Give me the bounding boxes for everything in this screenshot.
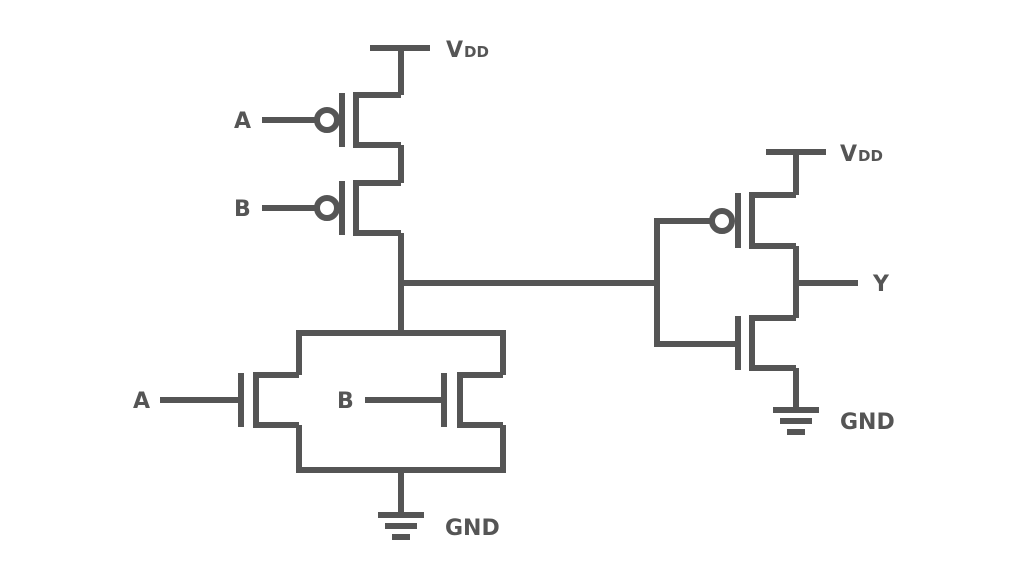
nor-ground-symbol — [378, 470, 424, 540]
nmos-transistor-a — [160, 372, 299, 428]
input-label-nmos-a: A — [133, 389, 150, 414]
vdd-label-nor: VDD — [446, 38, 489, 63]
inverter-nmos — [735, 315, 796, 371]
gnd-label-nor: GND — [445, 516, 500, 541]
pmos-transistor-a — [262, 92, 401, 148]
input-label-pmos-a: A — [234, 109, 251, 134]
inverter-gate-wire — [654, 218, 738, 347]
vdd-label-inverter: VDD — [840, 142, 883, 167]
inverter-vdd-rail — [766, 149, 826, 195]
pmos-transistor-b — [262, 180, 401, 236]
output-label-y: Y — [872, 272, 890, 297]
input-label-nmos-b: B — [337, 389, 354, 414]
nor-vdd-rail — [370, 45, 430, 95]
inverter-output-node — [793, 246, 858, 318]
inverter-ground-symbol — [773, 368, 819, 435]
nor-output-node — [398, 233, 657, 333]
nmos-transistor-b — [365, 372, 503, 428]
gnd-label-inverter: GND — [840, 410, 895, 435]
inverter-pmos — [709, 192, 796, 249]
input-label-pmos-b: B — [234, 197, 251, 222]
